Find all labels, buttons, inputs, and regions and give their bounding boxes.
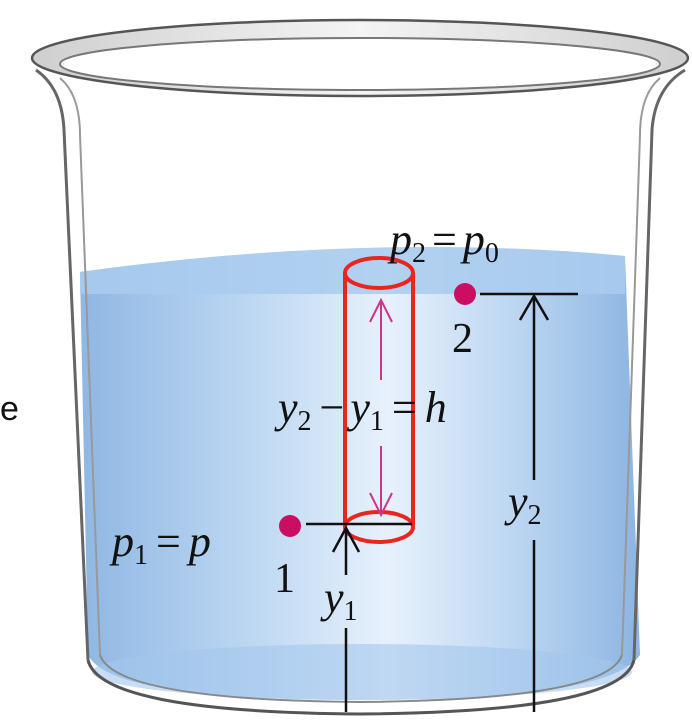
level-1-reference — [306, 522, 412, 712]
margin-text-fragment: e — [0, 390, 19, 428]
level-2-reference — [480, 292, 578, 712]
point-1-marker — [279, 515, 301, 537]
y2-dimension-label: y2 — [504, 477, 542, 531]
y1-dimension-label: y1 — [320, 573, 358, 627]
height-arrows — [369, 297, 393, 518]
point-2-label: 2 — [452, 316, 473, 362]
point-1-label: 1 — [274, 556, 295, 602]
liquid — [80, 247, 640, 700]
p2-label: p2=p0 — [387, 215, 499, 269]
height-equation: y2−y1=h — [274, 383, 447, 437]
point-2-marker — [454, 283, 476, 305]
beaker — [30, 18, 690, 716]
p1-label: p1=p — [109, 517, 211, 571]
